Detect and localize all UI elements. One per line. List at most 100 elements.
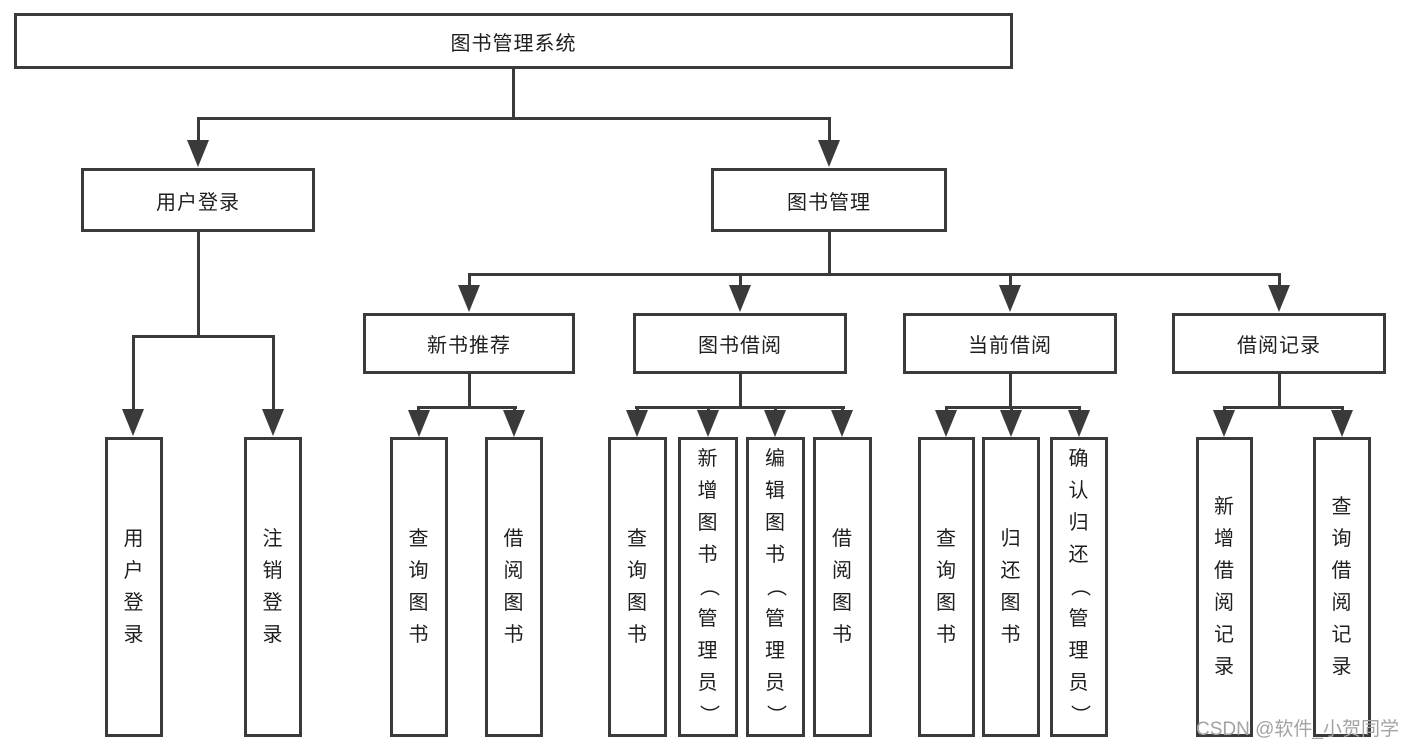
- node-user-login: 用户登录: [81, 168, 315, 232]
- connector-line: [197, 117, 200, 144]
- vertical-char: 户: [123, 560, 145, 582]
- node-label: 新增图书（管理员）: [681, 440, 735, 734]
- connector-line: [1223, 406, 1344, 409]
- node-label: 新书推荐: [427, 335, 511, 357]
- node-label: 图书借阅: [698, 335, 782, 357]
- vertical-char: 归: [1000, 528, 1022, 550]
- connector-arrowhead: [503, 410, 525, 437]
- vertical-char: 注: [262, 528, 284, 550]
- connector-line: [468, 374, 471, 409]
- vertical-char: 查: [408, 528, 430, 550]
- vertical-char: 阅: [503, 560, 525, 582]
- node-label: 图书管理系统: [450, 32, 577, 55]
- node-label: 注销登录: [247, 440, 299, 734]
- vertical-char: 书: [408, 624, 430, 646]
- connector-arrowhead: [831, 410, 853, 437]
- node-label: 查询借阅记录: [1316, 440, 1368, 734]
- connector-line: [1278, 374, 1281, 409]
- connector-line: [945, 406, 1081, 409]
- node-current-borrowing: 当前借阅: [903, 313, 1117, 374]
- connector-line: [468, 273, 471, 289]
- vertical-char: 登: [123, 592, 145, 614]
- vertical-char: 借: [1331, 560, 1353, 582]
- vertical-char: （: [1068, 576, 1090, 598]
- leaf-logout: 注销登录: [244, 437, 302, 737]
- leaf-query-borrow-record: 查询借阅记录: [1313, 437, 1371, 737]
- connector-line: [1278, 273, 1281, 289]
- vertical-char: 管: [765, 608, 786, 630]
- connector-arrowhead: [408, 410, 430, 437]
- vertical-char: 编: [765, 448, 786, 470]
- connector-line: [197, 232, 200, 338]
- vertical-char: 阅: [1214, 592, 1235, 614]
- connector-arrowhead: [1000, 410, 1022, 437]
- vertical-char: 确: [1068, 448, 1090, 470]
- vertical-char: （: [764, 576, 787, 598]
- vertical-char: 管: [1068, 608, 1090, 630]
- leaf-query-books-current: 查询图书: [918, 437, 975, 737]
- connector-line: [468, 273, 1281, 276]
- node-label: 图书管理: [787, 191, 871, 214]
- leaf-query-books-borrowing: 查询图书: [608, 437, 667, 737]
- vertical-char: 还: [1000, 560, 1022, 582]
- connector-arrowhead: [764, 410, 786, 437]
- node-label: 借阅图书: [488, 440, 540, 734]
- vertical-char: 查: [627, 528, 648, 550]
- connector-arrowhead: [1331, 410, 1353, 437]
- vertical-char: 图: [627, 592, 648, 614]
- connector-line: [512, 69, 515, 119]
- connector-line: [1009, 374, 1012, 409]
- vertical-char: 用: [123, 528, 145, 550]
- node-root-system: 图书管理系统: [14, 13, 1013, 69]
- vertical-char: 登: [262, 592, 284, 614]
- vertical-char: 辑: [765, 480, 786, 502]
- connector-line: [1009, 273, 1012, 289]
- node-new-book-recommendation: 新书推荐: [363, 313, 575, 374]
- vertical-char: 认: [1068, 480, 1090, 502]
- leaf-borrow-books-recommend: 借阅图书: [485, 437, 543, 737]
- leaf-borrow-books: 借阅图书: [813, 437, 872, 737]
- vertical-char: 查: [936, 528, 957, 550]
- vertical-char: 记: [1214, 624, 1235, 646]
- vertical-char: 增: [697, 480, 719, 502]
- leaf-return-books: 归还图书: [982, 437, 1040, 737]
- node-label: 查询图书: [921, 440, 972, 734]
- connector-arrowhead: [122, 409, 144, 436]
- connector-arrowhead: [187, 140, 209, 167]
- vertical-char: 书: [1000, 624, 1022, 646]
- connector-line: [739, 273, 742, 289]
- vertical-char: 理: [1068, 640, 1090, 662]
- connector-arrowhead: [999, 285, 1021, 312]
- connector-line: [739, 374, 742, 409]
- vertical-char: 书: [697, 544, 719, 566]
- node-label: 用户登录: [108, 440, 160, 734]
- vertical-char: ）: [1068, 704, 1090, 726]
- vertical-char: 阅: [1331, 592, 1353, 614]
- connector-line: [828, 117, 831, 144]
- leaf-confirm-return-admin: 确认归还（管理员）: [1050, 437, 1108, 737]
- vertical-char: 图: [936, 592, 957, 614]
- vertical-char: 录: [1214, 656, 1235, 678]
- connector-line: [828, 232, 831, 276]
- vertical-char: 图: [503, 592, 525, 614]
- vertical-char: 员: [1068, 672, 1090, 694]
- vertical-char: 理: [697, 640, 719, 662]
- vertical-char: 销: [262, 560, 284, 582]
- connector-arrowhead: [262, 409, 284, 436]
- vertical-char: 书: [936, 624, 957, 646]
- node-borrowing-records: 借阅记录: [1172, 313, 1386, 374]
- node-book-management: 图书管理: [711, 168, 947, 232]
- vertical-char: 归: [1068, 512, 1090, 534]
- connector-line: [132, 335, 275, 338]
- vertical-char: 员: [765, 672, 786, 694]
- vertical-char: 书: [627, 624, 648, 646]
- leaf-query-books-recommend: 查询图书: [390, 437, 448, 737]
- vertical-char: 查: [1331, 496, 1353, 518]
- connector-arrowhead: [458, 285, 480, 312]
- node-label: 借阅记录: [1237, 335, 1321, 357]
- vertical-char: 书: [503, 624, 525, 646]
- vertical-char: 询: [627, 560, 648, 582]
- connector-line: [417, 406, 517, 409]
- connector-arrowhead: [697, 410, 719, 437]
